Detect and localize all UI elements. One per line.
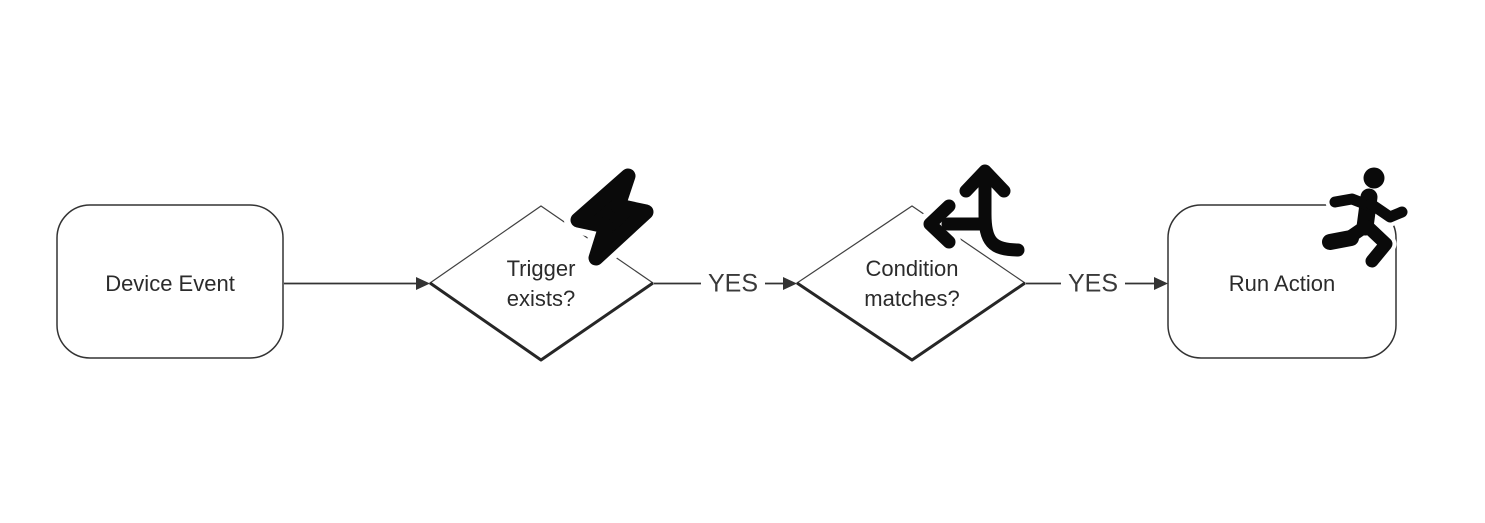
node-trigger-exists-shadow-edge <box>429 281 654 362</box>
running-person-icon <box>1322 167 1408 268</box>
node-condition-matches-shadow-edge <box>796 281 1026 362</box>
edge-label-yes-2: YES <box>1060 270 1126 298</box>
arrowhead-icon <box>1154 277 1168 290</box>
arrowhead-icon <box>783 277 797 290</box>
node-device-event-shape <box>56 204 284 359</box>
edge-label-yes-1: YES <box>700 270 766 298</box>
arrowhead-icon <box>416 277 430 290</box>
split-arrows-icon <box>923 164 1025 257</box>
lightning-bolt-icon <box>570 168 654 266</box>
